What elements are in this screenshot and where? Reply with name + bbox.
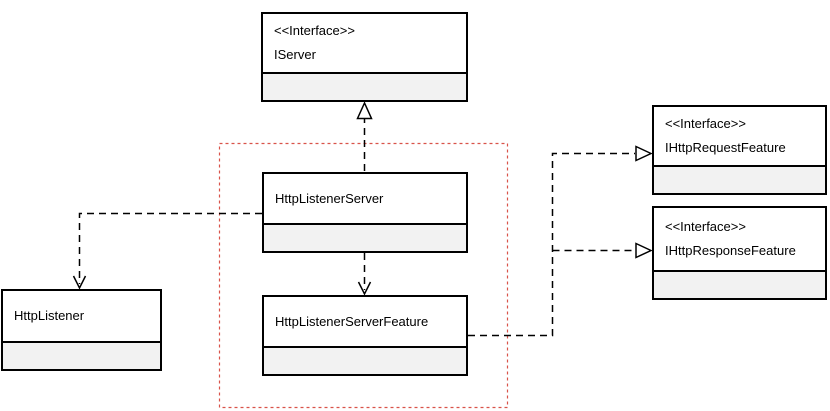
attributes-compartment — [3, 341, 160, 369]
class-name: HttpListenerServerFeature — [275, 313, 429, 329]
class-box-httplistenerserverfeature[interactable]: HttpListenerServerFeature — [262, 295, 468, 376]
stereotype-label: <<Interface>> — [274, 23, 355, 38]
attributes-compartment — [264, 223, 466, 251]
feature-group-outline[interactable] — [218, 142, 509, 409]
edge-dependency-httplistenerserver-httplistener[interactable] — [72, 212, 263, 290]
edge-realization-httplistenerserverfeature-ihttprequestfeature[interactable] — [468, 145, 653, 337]
attributes-compartment — [654, 270, 825, 298]
attributes-compartment — [263, 72, 466, 100]
stereotype-label: <<Interface>> — [665, 219, 746, 234]
class-name: IServer — [274, 47, 316, 62]
class-header: <<Interface>> IHttpRequestFeature — [654, 107, 825, 165]
class-box-httplistenerserver[interactable]: HttpListenerServer — [262, 172, 468, 253]
edge-realization-httplistenerserver-iserver[interactable] — [356, 101, 373, 171]
class-header: <<Interface>> IHttpResponseFeature — [654, 208, 825, 270]
class-name: IHttpRequestFeature — [665, 140, 786, 155]
edge-dependency-httplistenerserver-httplistenerserverfeature[interactable] — [357, 253, 372, 296]
class-name: IHttpResponseFeature — [665, 243, 796, 258]
open-arrowhead — [357, 281, 372, 296]
class-header: HttpListener — [3, 291, 160, 341]
attributes-compartment — [264, 346, 466, 374]
class-box-ihttprequestfeature[interactable]: <<Interface>> IHttpRequestFeature — [652, 105, 827, 195]
class-name: HttpListenerServer — [275, 190, 384, 206]
open-arrowhead — [72, 275, 87, 290]
class-box-ihttpresponsefeature[interactable]: <<Interface>> IHttpResponseFeature — [652, 206, 827, 300]
class-header: HttpListenerServerFeature — [264, 297, 466, 346]
hollow-triangle-arrowhead — [635, 242, 653, 259]
edge-realization-httplistenerserverfeature-ihttpresponsefeature[interactable] — [552, 242, 653, 259]
class-box-httplistener[interactable]: HttpListener — [1, 289, 162, 371]
hollow-triangle-arrowhead — [356, 101, 373, 120]
class-box-iserver[interactable]: <<Interface>> IServer — [261, 12, 468, 102]
class-header: HttpListenerServer — [264, 174, 466, 223]
class-header: <<Interface>> IServer — [263, 14, 466, 72]
hollow-triangle-arrowhead — [635, 145, 653, 162]
class-name: HttpListener — [14, 308, 85, 323]
attributes-compartment — [654, 165, 825, 193]
stereotype-label: <<Interface>> — [665, 116, 746, 131]
